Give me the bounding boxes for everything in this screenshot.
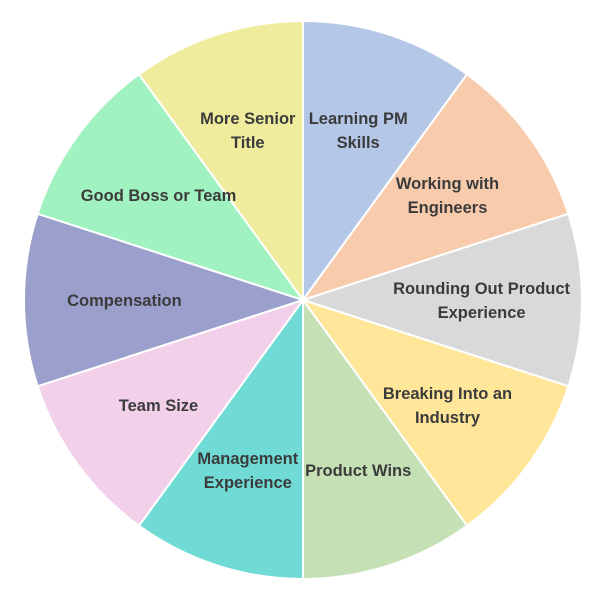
wheel-segment-label-line: Management [197, 450, 298, 468]
wheel-segment-label-line: Skills [337, 134, 380, 152]
wheel-segment-label-line: Product Wins [305, 462, 411, 480]
wheel-segment-label-line: Rounding Out Product [393, 280, 570, 298]
wheel-segment-label-line: Good Boss or Team [81, 187, 237, 205]
wheel-segment-label-9: Good Boss or Team [81, 187, 237, 205]
wheel-segment-label-line: Breaking Into an [383, 385, 512, 403]
wheel-segment-label-line: Industry [415, 409, 481, 427]
wheel-segment-5 [302, 296, 469, 581]
wheel-segment-label-7: Team Size [119, 397, 198, 415]
wheel-segment-10 [137, 19, 304, 304]
wheel-segment-6 [137, 296, 304, 581]
wheel-segment-1 [302, 19, 469, 304]
wheel-segment-label-line: Experience [204, 474, 292, 492]
wheel-segment-8 [23, 212, 307, 388]
wheel-segment-4 [300, 298, 570, 528]
wheel-segment-label-line: Compensation [67, 292, 182, 310]
wheel-segment-label-line: Experience [438, 304, 526, 322]
wheel-segment-label-4: Breaking Into an Industry [383, 385, 512, 427]
wheel-segment-7 [36, 298, 306, 528]
wheel-segment-label-line: Learning PM [309, 110, 408, 128]
wheel-segment-label-line: Title [231, 134, 265, 152]
wheel-segment-label-line: Working with [396, 175, 499, 193]
wheel-segment-label-line: Engineers [408, 199, 488, 217]
wheel-segment-label-5: Product Wins [305, 462, 411, 480]
wheel-segment-3 [299, 212, 583, 388]
wheel-segment-label-line: More Senior [200, 110, 296, 128]
wheel-segment-label-line: Team Size [119, 397, 198, 415]
wheel-segment-label-8: Compensation [67, 292, 182, 310]
wheel-segment-label-1: Learning PM Skills [309, 110, 408, 152]
wheel-segment-2 [300, 72, 570, 302]
wheel-segment-9 [36, 72, 306, 302]
